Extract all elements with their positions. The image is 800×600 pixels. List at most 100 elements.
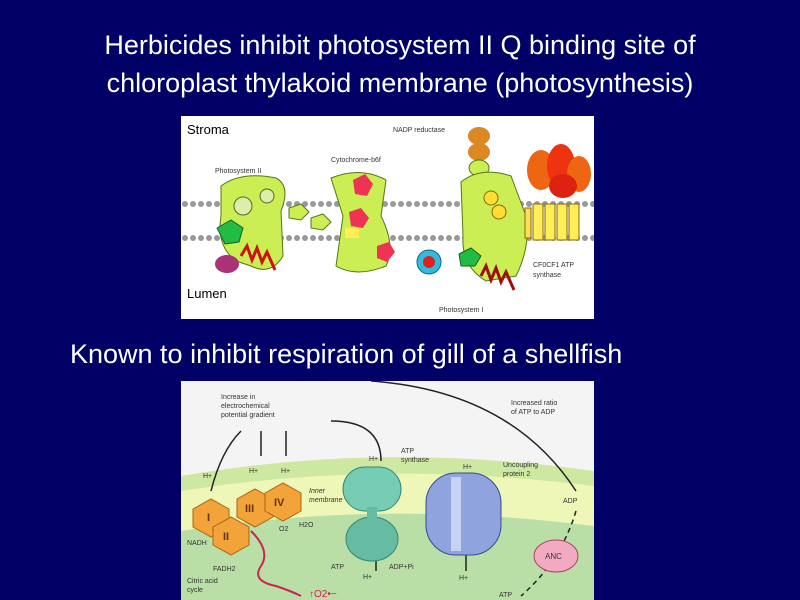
lipid-head bbox=[310, 201, 316, 207]
lipid-head bbox=[286, 201, 292, 207]
mitochondria-diagram-svg: Increase in electrochemical potential gr… bbox=[181, 381, 594, 600]
lipid-head bbox=[414, 201, 420, 207]
h-plus-1: H+ bbox=[203, 473, 212, 480]
lipid-head bbox=[438, 201, 444, 207]
atp-label-2: ATP bbox=[499, 592, 512, 599]
adp-label: ADP bbox=[563, 498, 578, 505]
lipid-head bbox=[190, 201, 196, 207]
lipid-head bbox=[590, 201, 594, 207]
lipid-head bbox=[326, 235, 332, 241]
h-plus-3: H+ bbox=[281, 468, 290, 475]
ucp-label-1: Uncoupling bbox=[503, 462, 538, 469]
plastocyanin-center bbox=[423, 256, 435, 268]
increase-label-3: potential gradient bbox=[221, 412, 275, 419]
lipid-head bbox=[446, 235, 452, 241]
lipid-head bbox=[406, 235, 412, 241]
nadp-reductase-protein bbox=[468, 127, 490, 145]
lumen-label: Lumen bbox=[187, 286, 227, 301]
lipid-head bbox=[302, 235, 308, 241]
inner-membrane-label-2: membrane bbox=[309, 497, 343, 504]
light-wave-psii bbox=[239, 242, 277, 271]
atp-synthase-label-1: CF0CF1 ATP bbox=[533, 262, 574, 269]
lipid-head bbox=[198, 235, 204, 241]
lipid-head bbox=[318, 201, 324, 207]
plastoquinone-2 bbox=[310, 213, 332, 231]
lipid-head bbox=[454, 235, 460, 241]
lipid-head bbox=[390, 201, 396, 207]
nadp-reductase-protein-2 bbox=[468, 143, 490, 161]
atp-synthase-label-2: synthase bbox=[533, 272, 561, 279]
h-plus-4: H+ bbox=[369, 456, 378, 463]
lipid-head bbox=[302, 201, 308, 207]
atp-synthase-label-1: ATP bbox=[401, 448, 414, 455]
lipid-head bbox=[286, 235, 292, 241]
citric-acid-label-1: Citric acid bbox=[187, 578, 218, 585]
lipid-head bbox=[398, 201, 404, 207]
lipid-head bbox=[422, 201, 428, 207]
complex-iv-label: IV bbox=[274, 497, 285, 509]
light-wave-psi bbox=[479, 262, 516, 291]
arrow-dashed-anc bbox=[520, 510, 577, 597]
ratio-label-1: Increased ratio bbox=[511, 400, 557, 407]
lipid-head bbox=[206, 235, 212, 241]
lipid-head bbox=[398, 235, 404, 241]
psi-core-protein bbox=[458, 247, 482, 267]
lipid-head bbox=[582, 235, 588, 241]
atp-synthase-cf0-3 bbox=[556, 203, 568, 241]
lipid-head bbox=[390, 235, 396, 241]
lipid-head bbox=[430, 235, 436, 241]
stroma-label: Stroma bbox=[187, 122, 230, 137]
atp-synthase-cf0-4 bbox=[568, 203, 580, 241]
lipid-head bbox=[294, 235, 300, 241]
psi-fe-s-2 bbox=[491, 204, 507, 220]
anc-shape bbox=[533, 539, 579, 573]
thylakoid-membrane-diagram: Stroma Lumen NADP reductase Photosystem … bbox=[181, 116, 594, 319]
ratio-label-2: of ATP to ADP bbox=[511, 409, 555, 416]
h-plus-2: H+ bbox=[249, 468, 258, 475]
lipid-head bbox=[430, 201, 436, 207]
lipid-head bbox=[214, 235, 220, 241]
ucp-label-2: protein 2 bbox=[503, 471, 530, 478]
mitochondrial-respiration-diagram: Increase in electrochemical potential gr… bbox=[181, 381, 594, 600]
lipid-head bbox=[446, 201, 452, 207]
photosystem-ii-label: Photosystem II bbox=[215, 168, 261, 175]
lipid-head bbox=[190, 235, 196, 241]
psii-core-protein bbox=[216, 219, 244, 245]
slide-title-line-1: Herbicides inhibit photosystem II Q bind… bbox=[104, 30, 696, 60]
lipid-head bbox=[334, 235, 340, 241]
atp-synthase-cf0-2 bbox=[544, 203, 556, 241]
lipid-head bbox=[182, 201, 188, 207]
cytochrome-heme-3 bbox=[377, 242, 395, 262]
cytochrome-label: Cytochrome-b6f bbox=[331, 157, 381, 164]
psi-fe-s bbox=[483, 190, 499, 206]
nadp-reductase-label: NADP reductase bbox=[393, 127, 445, 134]
atp-synthase-cf0 bbox=[532, 203, 544, 241]
lipid-head bbox=[590, 235, 594, 241]
lipid-head bbox=[382, 201, 388, 207]
lipid-head bbox=[206, 201, 212, 207]
nadh-label: NADH bbox=[187, 540, 207, 547]
increase-label-2: electrochemical bbox=[221, 403, 270, 410]
superoxide-path bbox=[250, 530, 302, 597]
lipid-head bbox=[454, 201, 460, 207]
lipid-head bbox=[318, 235, 324, 241]
h-plus-5: H+ bbox=[463, 464, 472, 471]
cytochrome-heme-2 bbox=[349, 208, 369, 228]
inner-membrane-label-1: Inner bbox=[309, 488, 326, 495]
mito-atp-synthase-f1 bbox=[345, 516, 399, 562]
complex-ii-shape bbox=[212, 516, 250, 556]
increase-label-1: Increase in bbox=[221, 394, 255, 401]
complex-ii-label: II bbox=[223, 531, 229, 543]
cytochrome-fe-s bbox=[345, 228, 359, 238]
lipid-head bbox=[438, 235, 444, 241]
lipid-head bbox=[198, 201, 204, 207]
anc-label: ANC bbox=[545, 552, 562, 561]
lipid-head bbox=[422, 235, 428, 241]
h-plus-7: H+ bbox=[459, 575, 468, 582]
atp-synthase-label-2: synthase bbox=[401, 457, 429, 464]
h2o-label: H2O bbox=[299, 522, 314, 529]
photosystem-i-label: Photosystem I bbox=[439, 307, 483, 314]
complex-iii-shape bbox=[236, 488, 274, 528]
slide-subtitle: Known to inhibit respiration of gill of … bbox=[70, 339, 623, 369]
citric-acid-label-2: cycle bbox=[187, 587, 203, 594]
